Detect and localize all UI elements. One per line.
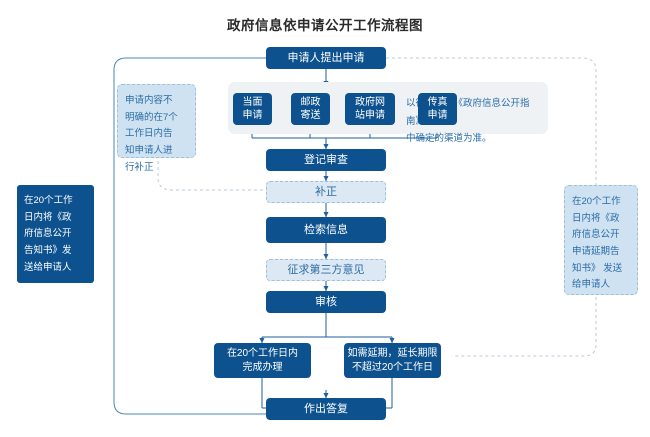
node-method-4[interactable]: 传真 申请 xyxy=(418,93,457,125)
node-register[interactable]: 登记审查 xyxy=(266,149,386,171)
node-thirdparty[interactable]: 征求第三方意见 xyxy=(266,259,386,281)
node-thirdparty-label: 征求第三方意见 xyxy=(287,263,365,276)
node-fix-label: 补正 xyxy=(315,185,337,198)
note-disclosure-notice: 在20个工作 日内将《政 府信息公开 告知书》发 送给申请人 xyxy=(17,185,94,283)
note-incomplete-application: 申请内容不 明确的在7个 工作日内告 知申请人进 行补正 xyxy=(117,84,196,173)
node-search-label: 检索信息 xyxy=(304,223,348,236)
node-extension[interactable]: 如需延期，延长期限 不超过20个工作日 xyxy=(344,343,441,378)
node-method-2[interactable]: 邮政 寄送 xyxy=(291,93,330,125)
node-within-20-days-label: 在20个工作日内 完成办理 xyxy=(226,348,299,373)
node-reply[interactable]: 作出答复 xyxy=(266,398,386,420)
node-method-1-label: 当面 申请 xyxy=(242,96,263,122)
page-title: 政府信息依申请公开工作流程图 xyxy=(227,18,423,33)
node-apply-label: 申请人提出申请 xyxy=(287,51,365,64)
node-method-2-label: 邮政 寄送 xyxy=(300,96,321,122)
node-reply-label: 作出答复 xyxy=(304,402,348,415)
note-incomplete-application-label: 申请内容不 明确的在7个 工作日内告 知申请人进 行补正 xyxy=(125,95,178,173)
node-review[interactable]: 审核 xyxy=(266,291,386,313)
note-disclosure-notice-label: 在20个工作 日内将《政 府信息公开 告知书》发 送给申请人 xyxy=(24,195,73,273)
node-fix[interactable]: 补正 xyxy=(266,181,386,203)
node-register-label: 登记审查 xyxy=(304,153,348,166)
node-within-20-days[interactable]: 在20个工作日内 完成办理 xyxy=(214,343,311,378)
node-method-3[interactable]: 政府网 站申请 xyxy=(345,93,395,125)
node-method-3-label: 政府网 站申请 xyxy=(355,96,385,122)
note-extension-notice-label: 在20个工作 日内将《政 府信息公开 申请延期告 知书》 发送 给申请人 xyxy=(572,196,623,291)
node-review-label: 审核 xyxy=(315,295,337,308)
node-extension-label: 如需延期，延长期限 不超过20个工作日 xyxy=(347,348,438,373)
node-search[interactable]: 检索信息 xyxy=(266,217,386,243)
node-method-1[interactable]: 当面 申请 xyxy=(233,93,272,125)
note-extension-notice: 在20个工作 日内将《政 府信息公开 申请延期告 知书》 发送 给申请人 xyxy=(564,185,638,295)
node-method-4-label: 传真 申请 xyxy=(427,96,448,122)
node-apply[interactable]: 申请人提出申请 xyxy=(266,47,386,69)
